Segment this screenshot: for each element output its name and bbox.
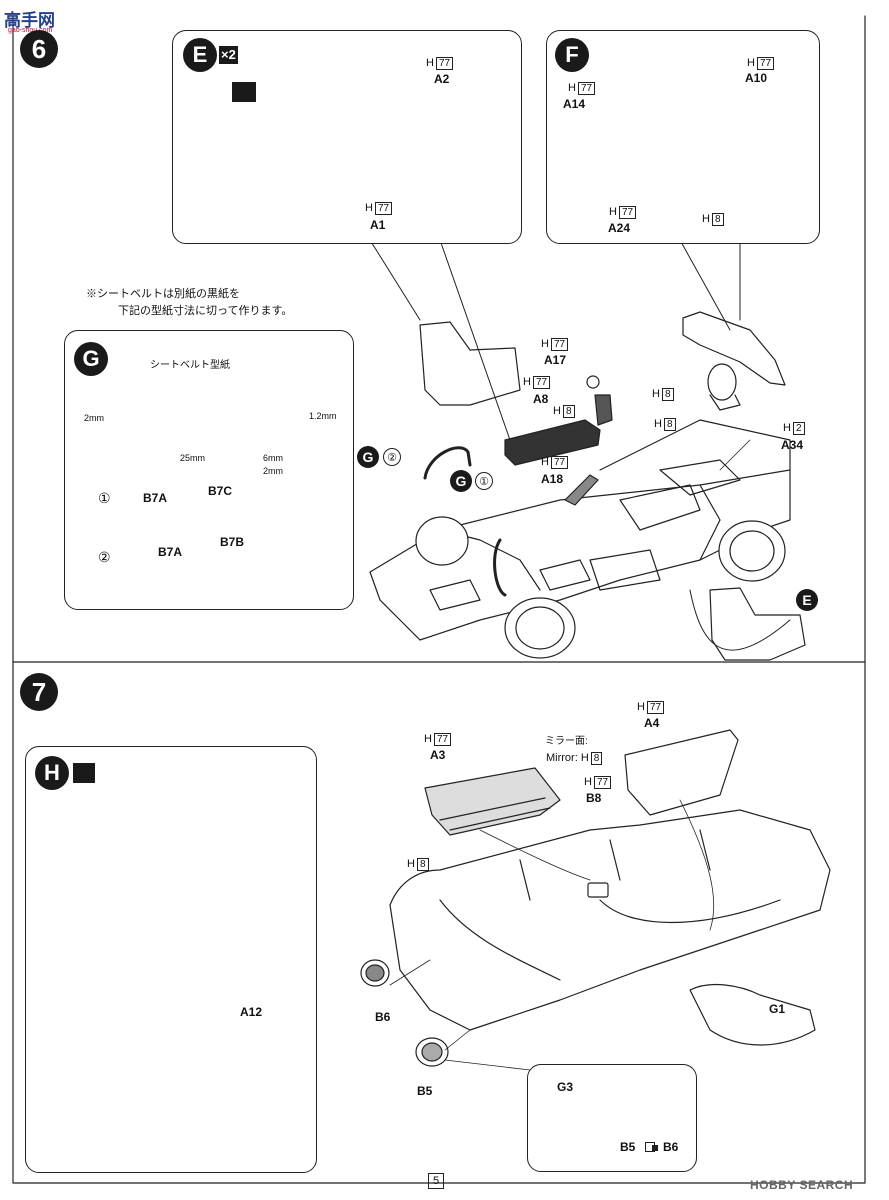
part-label-a4: A4 bbox=[644, 716, 660, 730]
part-label-a3: A3 bbox=[430, 748, 446, 762]
part-label-b7a-2: B7A bbox=[158, 545, 183, 559]
seatbelt-note-line1: ※シートベルトは別紙の黒紙を bbox=[86, 288, 240, 300]
source-logo: HOBBY SEARCH bbox=[750, 1178, 854, 1192]
paint-brush-icon bbox=[232, 82, 256, 102]
seat-ref-badge-e: E bbox=[796, 589, 818, 611]
part-label-b8: B8 bbox=[586, 791, 602, 805]
part-label-b5: B5 bbox=[417, 1084, 433, 1098]
panel-e bbox=[172, 30, 522, 244]
part-label-a14: A14 bbox=[563, 97, 586, 111]
watermark-logo: 高手网 bbox=[4, 11, 55, 30]
part-label-a2: A2 bbox=[434, 72, 450, 86]
part-label-a8: A8 bbox=[533, 392, 549, 406]
part-label-a10: A10 bbox=[745, 71, 768, 85]
seatbelt-ref-num-2: ② bbox=[383, 448, 401, 466]
mirror-note-jp: ミラー面: bbox=[545, 736, 588, 747]
part-label-a17: A17 bbox=[544, 353, 567, 367]
part-label-b5-pair: B5 bbox=[620, 1140, 636, 1154]
part-label-a1: A1 bbox=[370, 218, 386, 232]
dim-25mm: 25mm bbox=[180, 453, 206, 463]
part-label-a12: A12 bbox=[240, 1005, 263, 1019]
row-1-number: ① bbox=[98, 490, 111, 506]
row-2-number: ② bbox=[98, 549, 111, 565]
part-label-g1: G1 bbox=[769, 1002, 786, 1016]
seatbelt-ref-badge-g2: G bbox=[357, 446, 379, 468]
dim-1-2mm: 1.2mm bbox=[309, 411, 337, 421]
dim-2mm-bottom: 2mm bbox=[263, 466, 283, 476]
paint-brush-icon-h bbox=[73, 763, 95, 783]
part-label-b7b: B7B bbox=[220, 535, 245, 549]
part-label-b7a-1: B7A bbox=[143, 491, 168, 505]
panel-g-badge: G bbox=[74, 342, 108, 376]
seatbelt-note-line2: 下記の型紙寸法に切って作ります。 bbox=[118, 305, 293, 317]
panel-h bbox=[25, 746, 317, 1173]
part-label-g3: G3 bbox=[557, 1080, 574, 1094]
step-7-badge: 7 bbox=[20, 673, 58, 711]
panel-e-badge: E bbox=[183, 38, 217, 72]
part-label-a24: A24 bbox=[608, 221, 631, 235]
quantity-badge: ×2 bbox=[219, 46, 238, 64]
dim-2mm-left: 2mm bbox=[84, 413, 104, 423]
dim-6mm: 6mm bbox=[263, 453, 283, 463]
part-label-b6: B6 bbox=[375, 1010, 391, 1024]
panel-h-badge: H bbox=[35, 756, 69, 790]
template-title: シートベルト型紙 bbox=[150, 360, 230, 371]
watermark-url: gao-shou.com bbox=[8, 27, 53, 34]
part-label-a34: A34 bbox=[781, 438, 804, 452]
seatbelt-ref-badge-g1: G bbox=[450, 470, 472, 492]
connector-dot-icon bbox=[652, 1145, 658, 1151]
part-label-a18: A18 bbox=[541, 472, 564, 486]
panel-g bbox=[64, 330, 354, 610]
panel-f bbox=[546, 30, 820, 244]
step-6-badge: 6 bbox=[20, 30, 58, 68]
panel-f-badge: F bbox=[555, 38, 589, 72]
panel-b5-b6 bbox=[527, 1064, 697, 1172]
part-label-b6-pair: B6 bbox=[663, 1140, 679, 1154]
page-number: 5 bbox=[428, 1173, 445, 1189]
part-label-b7c: B7C bbox=[208, 484, 233, 498]
seatbelt-ref-num-1: ① bbox=[475, 472, 493, 490]
